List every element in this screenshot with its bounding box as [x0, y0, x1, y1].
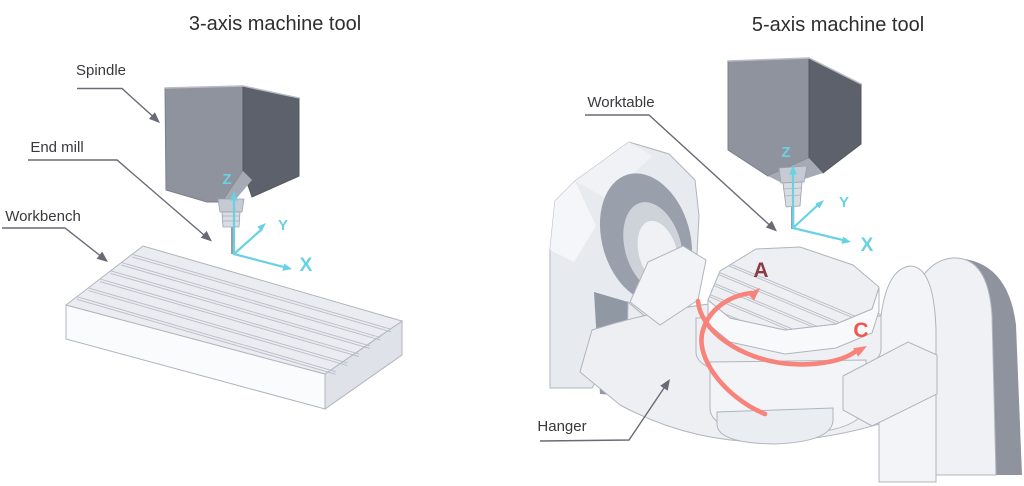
end-mill-tool	[231, 227, 235, 254]
three-axis-diagram: Z Y X 3-axis machine tool Spindle End mi…	[2, 13, 404, 410]
right-hanger-side	[955, 258, 1022, 475]
spindle-5axis-3d	[727, 57, 862, 229]
a-axis-arc	[699, 290, 768, 417]
right-title: 5-axis machine tool	[752, 14, 924, 36]
right-leaders	[539, 114, 777, 442]
rotation-arrows: A C	[695, 259, 869, 417]
drum-base	[716, 407, 834, 445]
worktable-label: Worktable	[587, 94, 654, 111]
workbench-3d	[64, 245, 404, 410]
x-axis-arrow-5	[841, 236, 851, 244]
spindle-leader-arrow	[148, 112, 160, 123]
right-axes: Z Y X	[781, 144, 873, 256]
workbench-label: Workbench	[5, 208, 81, 225]
a-axis-arrowhead	[747, 288, 760, 301]
a-axis-label: A	[753, 259, 768, 282]
workbench-leader-arrow	[96, 251, 108, 262]
x-axis-arrow	[282, 263, 292, 271]
z-axis-arrow-5	[789, 165, 797, 175]
x-axis-label: X	[300, 255, 313, 276]
y-axis-arrow-5	[815, 200, 824, 209]
y-axis-label: Y	[278, 217, 288, 234]
c-axis-arrowhead	[853, 346, 867, 357]
left-title: 3-axis machine tool	[189, 13, 361, 35]
toolholder-body	[221, 211, 241, 228]
end-mill-leader-arrow	[200, 230, 212, 242]
c-axis-label: C	[853, 319, 868, 342]
left-hanger-top-facet	[575, 142, 652, 199]
five-axis-diagram: A C Z Y X	[537, 14, 1022, 483]
spindle5-top-edge	[727, 57, 862, 85]
worktable-top	[707, 246, 880, 331]
z-axis-label: Z	[222, 171, 231, 188]
y-axis-label-5: Y	[839, 194, 849, 211]
x-axis-label-5: X	[861, 235, 874, 256]
spindle-top-edge	[164, 85, 300, 99]
left-leaders	[2, 87, 212, 262]
left-fork-tine	[629, 245, 707, 326]
spindle-chamfer	[222, 171, 252, 205]
worktable-leader-arrow	[765, 220, 777, 232]
z-axis-label-5: Z	[781, 144, 790, 161]
y-axis-arrow	[257, 223, 266, 232]
right-fork-arm	[842, 341, 938, 427]
spindle5-front-face	[727, 57, 810, 177]
z-axis-arrow	[230, 191, 238, 201]
spindle5-side-face	[808, 57, 862, 174]
left-axes: Z Y X	[222, 171, 312, 276]
hanger-leader-arrow	[660, 379, 670, 391]
left-hanger-highlight	[550, 181, 596, 262]
spindle-3d	[164, 85, 300, 254]
toolholder-cap	[217, 198, 245, 213]
end-mill-label: End mill	[30, 139, 83, 156]
hanger-label: Hanger	[537, 418, 586, 435]
spindle-label: Spindle	[76, 62, 126, 79]
workbench-tslots	[76, 253, 392, 375]
